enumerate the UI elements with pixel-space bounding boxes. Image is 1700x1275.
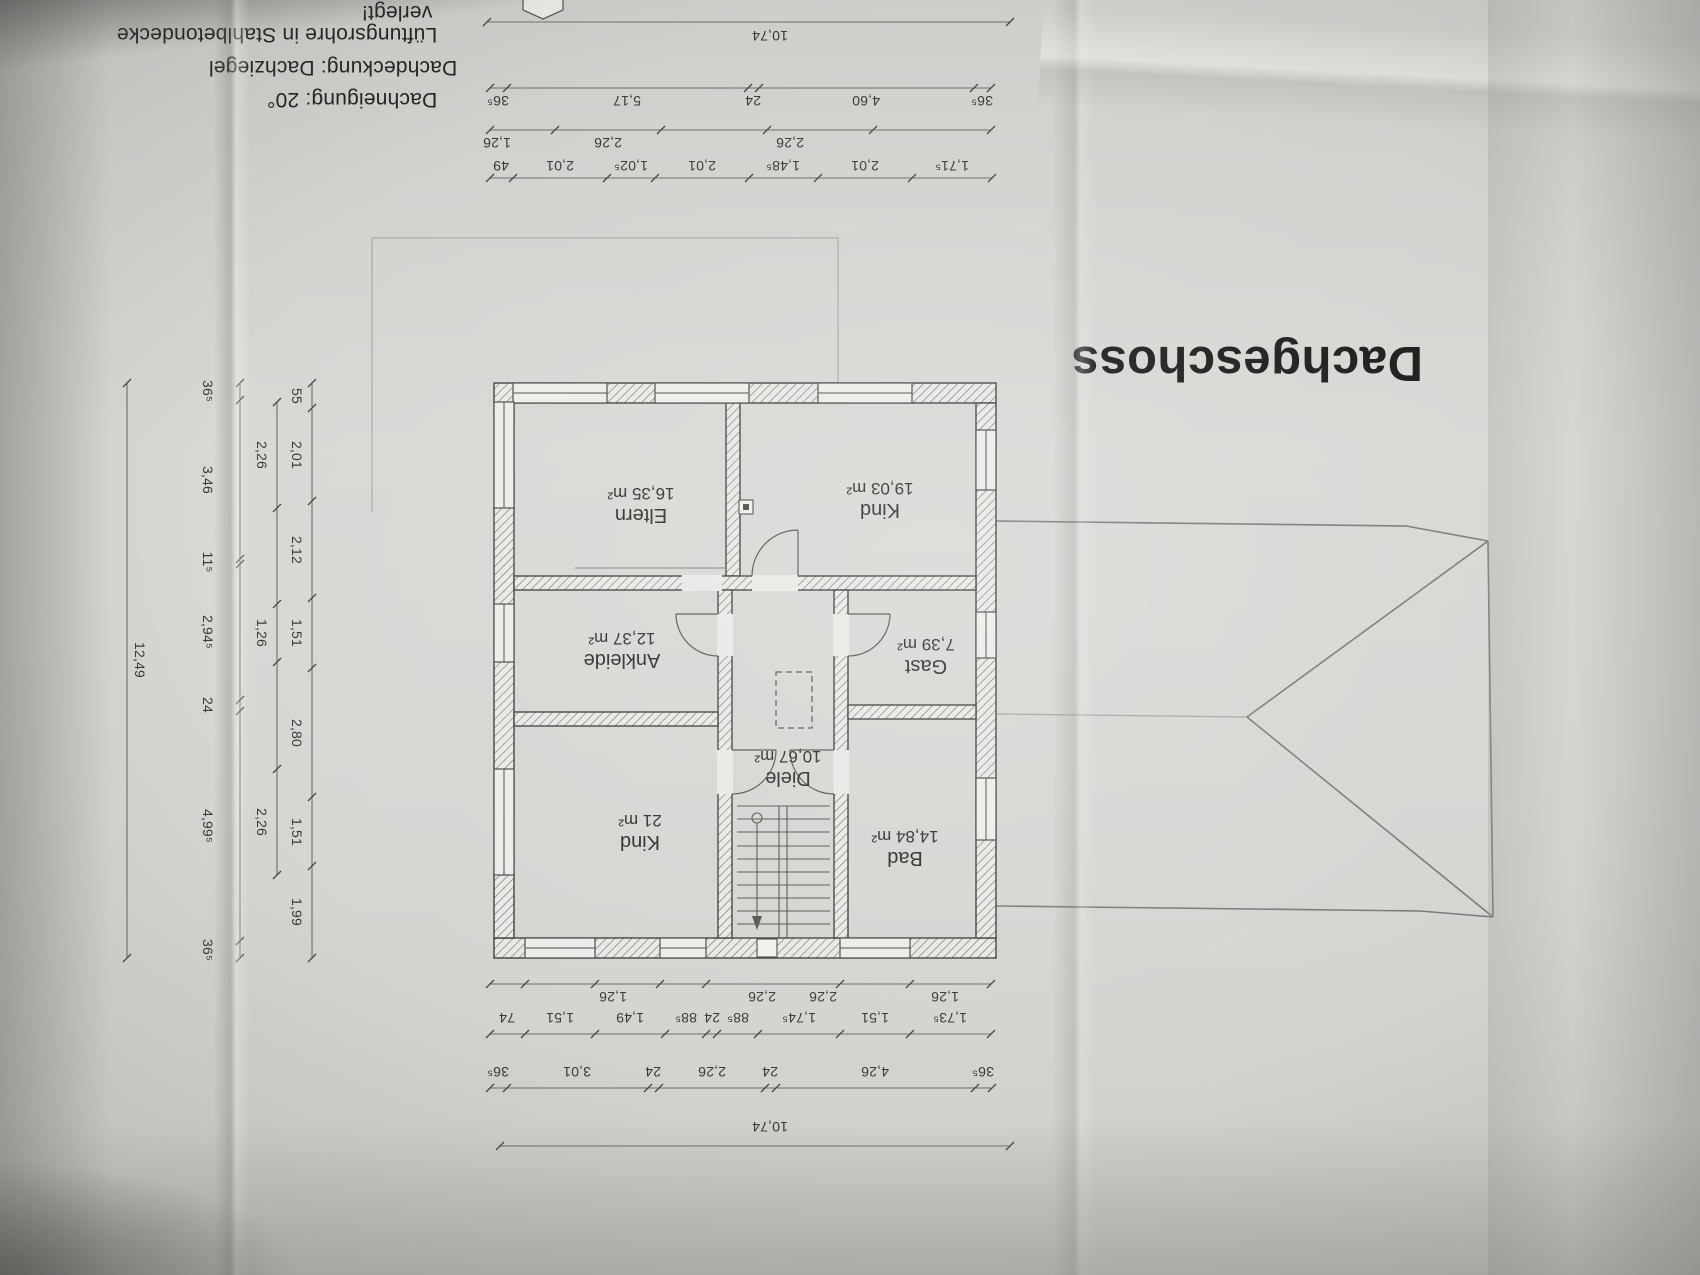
- room-label-ankleide: Ankleide 12,37 m²: [584, 628, 661, 672]
- vent-bottom: [756, 938, 778, 958]
- room-name: Ankleide: [583, 649, 661, 672]
- note-line: Dachneigung: 20°: [266, 88, 438, 111]
- dim-label: 2,94⁵: [200, 614, 216, 650]
- room-area: 16,35 m²: [607, 484, 675, 504]
- dim-label: 2,01: [545, 158, 575, 174]
- dim-label: 36⁵: [200, 939, 216, 961]
- windows: [493, 382, 997, 959]
- door-arc: [675, 613, 719, 657]
- door-openings: [682, 575, 849, 794]
- dim-label: 1,51: [545, 1010, 575, 1026]
- note-line: Dachdeckung: Dachziegel: [208, 56, 458, 79]
- dim-label: 88⁵: [675, 1010, 697, 1026]
- dim-label: 1,71⁵: [934, 158, 970, 174]
- dim-label: 1,99: [289, 897, 305, 927]
- dim-label: 2,12: [289, 535, 305, 565]
- note-line: verlegt!: [361, 1, 433, 24]
- room-area: 19,03 m²: [846, 479, 914, 499]
- vent-symbol: [738, 499, 754, 515]
- door-swings: [675, 529, 891, 795]
- dim-label: 49: [493, 158, 509, 174]
- dim-label: 1,73⁵: [932, 1010, 968, 1026]
- room-area: 7,39 m²: [897, 635, 955, 655]
- room-label-kind-1: Kind 19,03 m²: [846, 478, 913, 522]
- room-name: Gast: [904, 655, 948, 678]
- dim-label: 10,74: [751, 1119, 789, 1135]
- dim-label: 1,49: [615, 1010, 645, 1026]
- room-label-eltern: Eltern 16,35 m²: [607, 483, 674, 527]
- dim-label: 36⁵: [972, 1064, 994, 1080]
- staircase: [737, 805, 830, 938]
- room-area: 21 m²: [618, 811, 662, 831]
- dim-label: 2,01: [289, 440, 305, 470]
- roof-overhang-outline: [371, 237, 839, 512]
- dim-label: 2,80: [289, 718, 305, 748]
- dim-label: 55: [289, 388, 305, 404]
- dim-label: 2,26: [254, 440, 270, 470]
- dim-label: 24: [704, 1010, 720, 1026]
- dim-label: 2,26: [775, 135, 805, 151]
- dim-label: 2,01: [687, 158, 717, 174]
- room-label-diele: Diele 10,67 m²: [754, 746, 821, 790]
- dim-label: 24: [745, 93, 761, 109]
- room-name: Eltern: [614, 504, 668, 527]
- door-arc: [847, 613, 891, 657]
- dim-label: 2,26: [747, 989, 777, 1005]
- room-area: 12,37 m²: [588, 629, 656, 649]
- north-symbol: [522, 0, 564, 20]
- dim-label: 10,74: [751, 28, 789, 44]
- door-arc: [731, 749, 777, 795]
- page-title: Dachgeschoss: [1071, 336, 1423, 390]
- dim-label: 1,51: [289, 618, 305, 648]
- note-line: Lüftungsrohre in Stahlbetondecke: [116, 23, 438, 46]
- dim-label: 1,26: [482, 135, 512, 151]
- door-arc: [789, 749, 835, 795]
- dim-label: 24: [762, 1064, 778, 1080]
- room-name: Kind: [859, 499, 901, 522]
- dim-label: 2,26: [808, 989, 838, 1005]
- room-name: Bad: [887, 847, 923, 870]
- dim-label: 24: [645, 1064, 661, 1080]
- dim-label: 1,51: [860, 1010, 890, 1026]
- dim-label: 12,49: [132, 641, 148, 679]
- dim-label: 24: [200, 697, 216, 713]
- dim-label: 1,74⁵: [781, 1010, 817, 1026]
- dimension-lines: [126, 21, 1010, 1147]
- dim-label: 36⁵: [487, 93, 509, 109]
- dim-label: 4,60: [851, 93, 881, 109]
- dim-label: 4,26: [860, 1064, 890, 1080]
- dim-label: 1,26: [598, 989, 628, 1005]
- dim-label: 36⁵: [971, 93, 993, 109]
- dim-label: 1,26: [254, 618, 270, 648]
- dim-label: 2,26: [697, 1064, 727, 1080]
- room-area: 10,67 m²: [754, 747, 822, 767]
- chimney-dashed: [775, 671, 813, 729]
- dim-label: 1,48⁵: [765, 158, 801, 174]
- dim-label: 3,46: [200, 465, 216, 495]
- dim-label: 1,02⁵: [613, 158, 649, 174]
- dim-label: 11⁵: [200, 551, 216, 573]
- dim-label: 1,51: [289, 817, 305, 847]
- room-area: 14,84 m²: [871, 827, 939, 847]
- dim-label: 1,26: [930, 989, 960, 1005]
- dim-label: 88⁵: [727, 1010, 749, 1026]
- window-midlines: [503, 392, 987, 949]
- dim-label: 3,01: [562, 1064, 592, 1080]
- dim-label: 36⁵: [487, 1064, 509, 1080]
- door-arc: [751, 529, 799, 577]
- room-name: Kind: [619, 831, 661, 854]
- room-name: Diele: [765, 767, 811, 790]
- dim-label: 4,99⁵: [200, 808, 216, 844]
- room-label-kind-2: Kind 21 m²: [618, 810, 661, 854]
- dim-label: 2,01: [850, 158, 880, 174]
- dim-label: 2,26: [593, 135, 623, 151]
- room-label-gast: Gast 7,39 m²: [897, 634, 955, 678]
- dim-label: 74: [499, 1010, 515, 1026]
- room-label-bad: Bad 14,84 m²: [871, 826, 938, 870]
- dim-label: 5,17: [612, 93, 642, 109]
- roof-outline: [995, 520, 1494, 918]
- dim-label: 36⁵: [200, 380, 216, 402]
- dim-label: 2,26: [254, 807, 270, 837]
